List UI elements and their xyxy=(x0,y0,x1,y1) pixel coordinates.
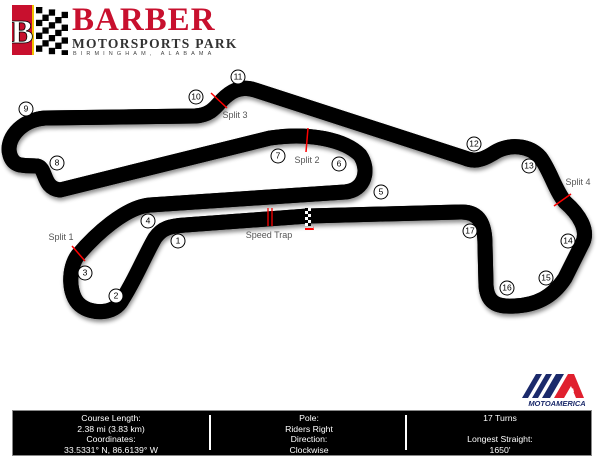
turn-11: 11 xyxy=(230,69,246,85)
split-3-marker xyxy=(210,92,228,109)
split-1-marker xyxy=(71,245,86,262)
split-2-marker xyxy=(305,127,309,153)
turn-14: 14 xyxy=(560,233,576,249)
turn-17: 17 xyxy=(462,223,478,239)
brand-subtitle: MOTORSPORTS PARK xyxy=(72,36,238,51)
turn-9: 9 xyxy=(18,101,34,117)
barber-b-checkered-flag-icon: B xyxy=(12,5,68,55)
direction-value: Clockwise xyxy=(289,444,329,455)
direction-label: Direction: xyxy=(290,434,328,444)
split-1-label: Split 1 xyxy=(48,232,74,242)
split-4-label: Split 4 xyxy=(565,177,591,187)
brand-name: BARBER xyxy=(72,2,216,38)
course-info: Course Length: 2.38 mi (3.83 km) Coordin… xyxy=(13,413,209,455)
split-3-label: Split 3 xyxy=(222,110,248,120)
pole-direction-info: Pole: Riders Right Direction: Clockwise xyxy=(213,413,405,455)
split-4-marker xyxy=(553,193,572,207)
turns-straight-info: 17 Turns Longest Straight: 1650' xyxy=(409,413,591,455)
divider xyxy=(209,415,211,450)
track-map xyxy=(0,0,600,410)
turn-count: 17 Turns xyxy=(483,413,517,423)
turn-13: 13 xyxy=(521,158,537,174)
brand-location: BIRMINGHAM, ALABAMA xyxy=(73,51,216,57)
track-info-bar: Course Length: 2.38 mi (3.83 km) Coordin… xyxy=(12,410,592,456)
course-length-label: Course Length: xyxy=(81,413,141,423)
turn-5: 5 xyxy=(373,184,389,200)
motoamerica-logo-text: MOTOAMERICA xyxy=(528,399,585,408)
coordinates-label: Coordinates: xyxy=(86,434,136,444)
barber-logo: B BARBER MOTORSPORTS PARK BIRMINGHAM, AL… xyxy=(12,2,236,57)
divider xyxy=(405,415,407,450)
turn-8: 8 xyxy=(49,155,65,171)
turn-12: 12 xyxy=(466,136,482,152)
turn-15: 15 xyxy=(538,270,554,286)
pole-flag-icon xyxy=(305,226,314,230)
start-finish-checkered-icon xyxy=(305,208,311,226)
motoamerica-logo: MOTOAMERICA xyxy=(522,374,586,408)
track-surface xyxy=(9,88,584,311)
turn-1: 1 xyxy=(170,233,186,249)
turn-6: 6 xyxy=(331,156,347,172)
svg-text:B: B xyxy=(12,14,33,51)
speed-trap-label: Speed Trap xyxy=(245,230,293,240)
turn-10: 10 xyxy=(188,89,204,105)
turn-7: 7 xyxy=(270,148,286,164)
coordinates-value: 33.5331° N, 86.6139° W xyxy=(64,444,158,455)
course-length-value: 2.38 mi (3.83 km) xyxy=(77,423,145,434)
pole-label: Pole: xyxy=(299,413,319,423)
split-2-label: Split 2 xyxy=(294,155,320,165)
longest-straight-value: 1650' xyxy=(489,444,511,455)
speed-trap-marker xyxy=(267,208,273,226)
turn-3: 3 xyxy=(77,265,93,281)
longest-straight-label: Longest Straight: xyxy=(467,434,533,444)
pole-value: Riders Right xyxy=(285,423,333,434)
turn-16: 16 xyxy=(499,280,515,296)
turn-4: 4 xyxy=(140,213,156,229)
turn-2: 2 xyxy=(108,288,124,304)
